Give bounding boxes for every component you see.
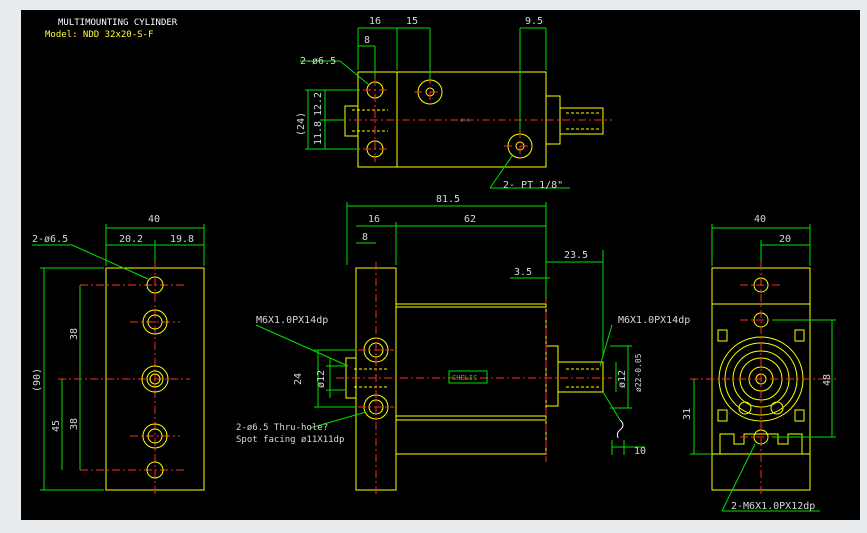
top-dim-16: 16 bbox=[369, 16, 381, 27]
front-thread-left: M6X1.0PX14dp bbox=[256, 315, 328, 326]
left-dim-20-2: 20.2 bbox=[119, 234, 143, 245]
right-dim-31: 31 bbox=[682, 408, 693, 420]
front-thread-right: M6X1.0PX14dp bbox=[618, 315, 690, 326]
front-dim-23-5: 23.5 bbox=[564, 250, 588, 261]
left-hole-label: 2-ø6.5 bbox=[32, 234, 68, 245]
top-dim-11-8: 11.8 bbox=[313, 121, 324, 145]
cad-drawing: MULTIMOUNTING CYLINDER Model: NDD 32x20-… bbox=[21, 10, 860, 520]
left-dim-38a: 38 bbox=[69, 328, 80, 340]
right-thread-label: 2-M6X1.0PX12dp bbox=[731, 501, 815, 512]
front-dim-81-5: 81.5 bbox=[436, 194, 460, 205]
title-block: MULTIMOUNTING CYLINDER Model: NDD 32x20-… bbox=[45, 18, 178, 40]
front-dia-12-right: ø12 bbox=[617, 370, 628, 388]
right-view: 40 20 48 31 2-M6X1.0PX12dp bbox=[682, 214, 836, 512]
right-dim-40: 40 bbox=[754, 214, 766, 225]
left-dim-19-8: 19.8 bbox=[170, 234, 194, 245]
front-dim-8: 8 bbox=[362, 232, 368, 243]
front-dim-10: 10 bbox=[634, 446, 646, 457]
brand-badge bbox=[448, 370, 488, 384]
front-dia-22: ø22-0.05 bbox=[634, 353, 643, 392]
front-dim-3-5: 3.5 bbox=[514, 267, 532, 278]
top-dim-24: (24) bbox=[296, 112, 307, 136]
front-dia-12-left: ø12 bbox=[316, 370, 327, 388]
left-dim-90: (90) bbox=[32, 368, 43, 392]
top-dim-12-2: 12.2 bbox=[313, 92, 324, 116]
front-hole-note-1: 2-ø6.5 Thru-hole? bbox=[236, 423, 328, 433]
top-port-label: 2- PT 1/8" bbox=[503, 180, 563, 191]
top-watermark: AM-S bbox=[460, 118, 470, 123]
left-dim-40: 40 bbox=[148, 214, 160, 225]
drawing-model: Model: NDD 32x20-S-F bbox=[45, 30, 153, 40]
top-hole-label: 2-ø6.5 bbox=[300, 56, 336, 67]
front-dim-16: 16 bbox=[368, 214, 380, 225]
front-view: CHELIC 81.5 16 62 8 23.5 3.5 M6X bbox=[236, 194, 690, 496]
right-dim-48: 48 bbox=[822, 374, 833, 386]
top-view: 16 15 9.5 8 2-ø6.5 (24) 12.2 11.8 2- PT … bbox=[296, 16, 612, 191]
front-hole-note-2: Spot facing ø11X11dp bbox=[236, 435, 344, 445]
front-dim-62: 62 bbox=[464, 214, 476, 225]
left-view: 40 20.2 19.8 2-ø6.5 (90) 38 38 45 bbox=[32, 214, 205, 496]
top-dim-9-5: 9.5 bbox=[525, 16, 543, 27]
top-dim-15: 15 bbox=[406, 16, 418, 27]
right-dim-20: 20 bbox=[779, 234, 791, 245]
drawing-title: MULTIMOUNTING CYLINDER bbox=[58, 18, 178, 28]
cad-canvas[interactable]: MULTIMOUNTING CYLINDER Model: NDD 32x20-… bbox=[21, 10, 860, 520]
left-dim-38b: 38 bbox=[69, 418, 80, 430]
brand-badge-text: CHELIC bbox=[452, 374, 477, 382]
top-dim-8: 8 bbox=[364, 35, 370, 46]
left-dim-45: 45 bbox=[51, 420, 62, 432]
front-dim-24: 24 bbox=[293, 373, 304, 385]
